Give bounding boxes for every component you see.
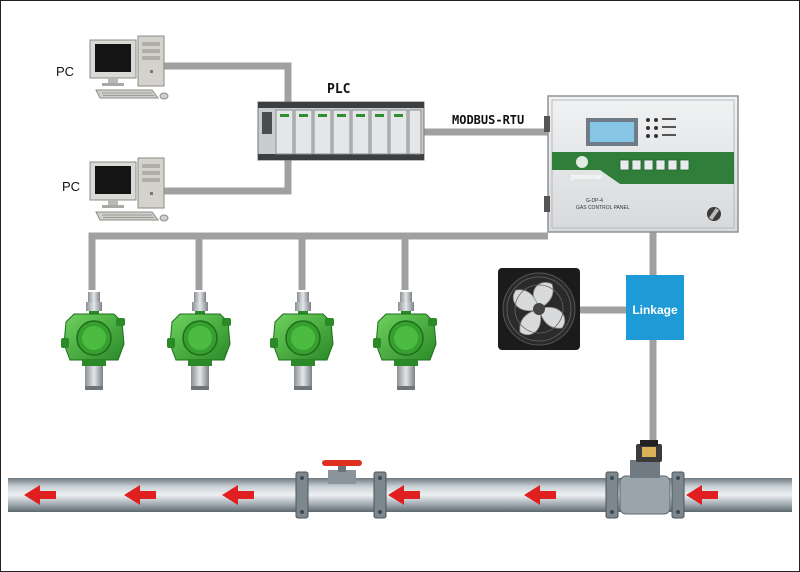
left-arrow-icon bbox=[124, 485, 156, 505]
wiring bbox=[88, 62, 657, 445]
wire-pc-bottom bbox=[162, 152, 292, 195]
protocol-label: MODBUS-RTU bbox=[452, 113, 524, 127]
panel-brand: prosense bbox=[571, 174, 602, 181]
solenoid-valve-icon bbox=[619, 440, 671, 515]
manual-valve-icon bbox=[322, 460, 362, 484]
panel-model: G-DP-4 bbox=[586, 198, 603, 204]
panel-name: GAS CONTROL PANEL bbox=[576, 205, 630, 211]
left-arrow-icon bbox=[524, 485, 556, 505]
exhaust-fan-icon bbox=[498, 268, 580, 350]
wire-detector-bus bbox=[88, 232, 548, 290]
gas-control-panel-icon: prosense G-DP-4 GAS CONTROL PANEL bbox=[544, 95, 739, 233]
plc-label: PLC bbox=[327, 82, 350, 97]
left-arrow-icon bbox=[24, 485, 56, 505]
left-arrow-icon bbox=[388, 485, 420, 505]
wire-pc-top bbox=[162, 62, 292, 112]
left-arrow-icon bbox=[222, 485, 254, 505]
linkage-box: Linkage bbox=[626, 275, 684, 340]
flow-arrows bbox=[24, 485, 718, 505]
plc-rack-icon bbox=[257, 101, 425, 161]
pc-top-label: PC bbox=[56, 64, 74, 79]
pc-bottom-label: PC bbox=[62, 179, 80, 194]
left-arrow-icon bbox=[686, 485, 718, 505]
linkage-label: Linkage bbox=[632, 303, 678, 317]
